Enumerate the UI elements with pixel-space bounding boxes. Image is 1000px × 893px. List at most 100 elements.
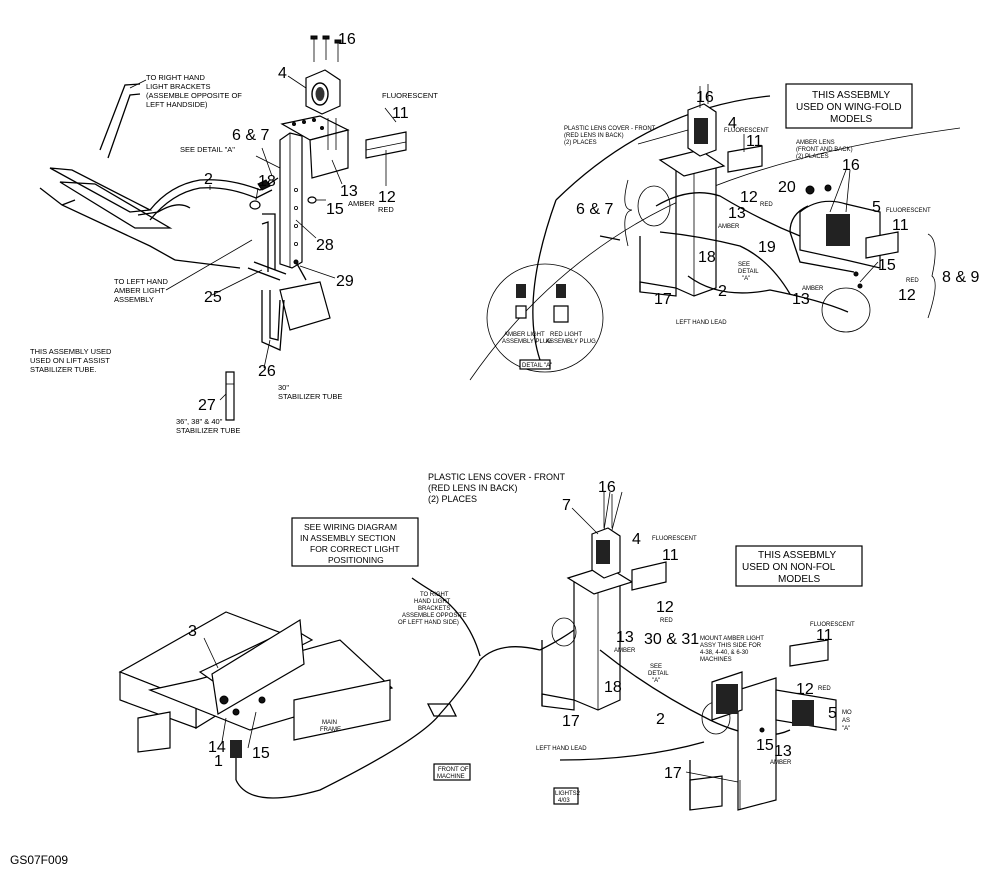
lens-cover-line1: PLASTIC LENS COVER - FRONT: [564, 126, 656, 132]
top-left-assembly: 16 4 11 6 & 7 2 18 13 12 15 28 29 25 26 …: [30, 31, 438, 435]
non-fold-line2: USED ON NON-FOL: [742, 562, 836, 573]
see-detail-line3: "A": [652, 678, 660, 684]
note-red: RED: [378, 205, 394, 214]
right-hand-line5: OF LEFT HAND SIDE): [398, 620, 459, 626]
amber-lens-line3: (2) PLACES: [796, 154, 829, 160]
callout-12b: 12: [898, 287, 916, 304]
callout-7: 7: [562, 497, 571, 514]
callout-12a: 12: [656, 599, 674, 616]
callout-17: 17: [654, 291, 672, 308]
note-right-hand-line2: LIGHT BRACKETS: [146, 82, 210, 91]
main-frame-line2: FRAME: [320, 727, 341, 733]
wing-fold-line3: MODELS: [830, 114, 873, 125]
callout-15: 15: [326, 201, 344, 218]
right-hand-line1: TO RIGHT: [420, 592, 449, 598]
callout-19: 19: [758, 239, 776, 256]
note-left-amber-line1: TO LEFT HAND: [114, 277, 168, 286]
lens-cover-line2: (RED LENS IN BACK): [428, 483, 518, 493]
main-frame-line1: MAIN: [322, 720, 337, 726]
callout-11b: 11: [816, 627, 833, 644]
plug-amber-line2: ASSEMBLY PLUG: [502, 339, 552, 345]
callout-2: 2: [204, 171, 213, 188]
callout-13a: 13: [728, 205, 746, 222]
mo-line1: MO: [842, 710, 852, 716]
note-lift-assist-line1: THIS ASSEMBLY USED: [30, 347, 112, 356]
wiring-line3: FOR CORRECT LIGHT: [310, 544, 400, 554]
callout-6-7: 6 & 7: [576, 201, 613, 218]
figure-code: GS07F009: [10, 853, 68, 867]
note-30-tube-line2: STABILIZER TUBE: [278, 392, 342, 401]
amber-lens-line1: AMBER LENS: [796, 140, 835, 146]
callout-4: 4: [728, 115, 737, 132]
wiring-note-box: [291, 517, 419, 567]
wing-fold-line2: USED ON WING-FOLD: [796, 102, 902, 113]
note-36-tube-line1: 36", 38" & 40": [176, 417, 223, 426]
callout-18: 18: [604, 679, 622, 696]
see-detail-line1: SEE: [738, 262, 750, 268]
bottom-assembly: SEE WIRING DIAGRAM IN ASSEMBLY SECTION F…: [118, 472, 863, 811]
note-lift-assist-line3: STABILIZER TUBE.: [30, 365, 96, 374]
non-fold-line3: MODELS: [778, 574, 821, 585]
wiring-line1: SEE WIRING DIAGRAM: [304, 522, 397, 532]
note-left-amber-line3: ASSEMBLY: [114, 295, 154, 304]
callout-11a: 11: [746, 133, 763, 150]
note-left-amber-line2: AMBER LIGHT: [114, 286, 165, 295]
callout-12: 12: [378, 189, 396, 206]
callout-25: 25: [204, 289, 222, 306]
plug-red-line1: RED LIGHT: [550, 332, 582, 338]
amber-b: AMBER: [802, 286, 824, 292]
note-fluorescent: FLUORESCENT: [382, 91, 438, 100]
callout-11: 11: [392, 105, 409, 122]
plug-amber-line1: AMBER LIGHT: [504, 332, 545, 338]
callout-8-9: 8 & 9: [942, 269, 979, 286]
red-b: RED: [818, 686, 831, 692]
front-of-line1: FRONT OF: [438, 767, 469, 773]
see-detail-line3: "A": [742, 276, 750, 282]
detail-a-tag: DETAIL "A": [522, 363, 552, 369]
callout-15a: 15: [252, 745, 270, 762]
front-of-line2: MACHINE: [437, 774, 465, 780]
callout-1: 1: [214, 753, 223, 770]
wing-fold-note-box: [785, 83, 913, 129]
note-lift-assist-line2: USED ON LIFT ASSIST: [30, 356, 110, 365]
wing-fold-line1: THIS ASSEBMLY: [812, 90, 891, 101]
see-detail-line2: DETAIL: [648, 671, 669, 677]
mo-line2: AS: [842, 718, 850, 724]
amber-a: AMBER: [718, 224, 740, 230]
callout-17a: 17: [562, 713, 580, 730]
callout-29: 29: [336, 273, 354, 290]
callout-5: 5: [828, 705, 837, 722]
note-amber: AMBER: [348, 199, 375, 208]
stamp-line2: 4/03: [558, 798, 570, 804]
wiring-line4: POSITIONING: [328, 555, 384, 565]
callout-15b: 15: [756, 737, 774, 754]
amber-b: AMBER: [770, 760, 792, 766]
callout-13b: 13: [792, 291, 810, 308]
note-see-detail-a: SEE DETAIL "A": [180, 145, 235, 154]
see-detail-line1: SEE: [650, 664, 662, 670]
callout-12a: 12: [740, 189, 758, 206]
callout-28: 28: [316, 237, 334, 254]
callout-16: 16: [338, 31, 356, 48]
red-a: RED: [760, 202, 773, 208]
callout-3: 3: [188, 623, 197, 640]
red-a: RED: [660, 618, 673, 624]
callout-11a: 11: [662, 547, 679, 564]
callout-13b: 13: [774, 743, 792, 760]
callout-6-7: 6 & 7: [232, 127, 269, 144]
detail-a-inset: [486, 263, 604, 373]
wiring-line2: IN ASSEMBLY SECTION: [300, 533, 396, 543]
callout-17b: 17: [664, 765, 682, 782]
callout-20: 20: [778, 179, 796, 196]
note-right-hand-line3: (ASSEMBLE OPPOSITE OF: [146, 91, 242, 100]
amber-a: AMBER: [614, 648, 636, 654]
callout-16b: 16: [842, 157, 860, 174]
see-detail-line2: DETAIL: [738, 269, 759, 275]
lens-cover-line2: (RED LENS IN BACK): [564, 133, 624, 139]
lens-cover-line3: (2) PLACES: [428, 494, 477, 504]
callout-18: 18: [698, 249, 716, 266]
amber-lens-line2: (FRONT AND BACK): [796, 147, 853, 153]
fluorescent-b: FLUORESCENT: [810, 622, 855, 628]
mount-line3: 4-38, 4-40, & 6-30: [700, 650, 749, 656]
note-36-tube-line2: STABILIZER TUBE: [176, 426, 240, 435]
